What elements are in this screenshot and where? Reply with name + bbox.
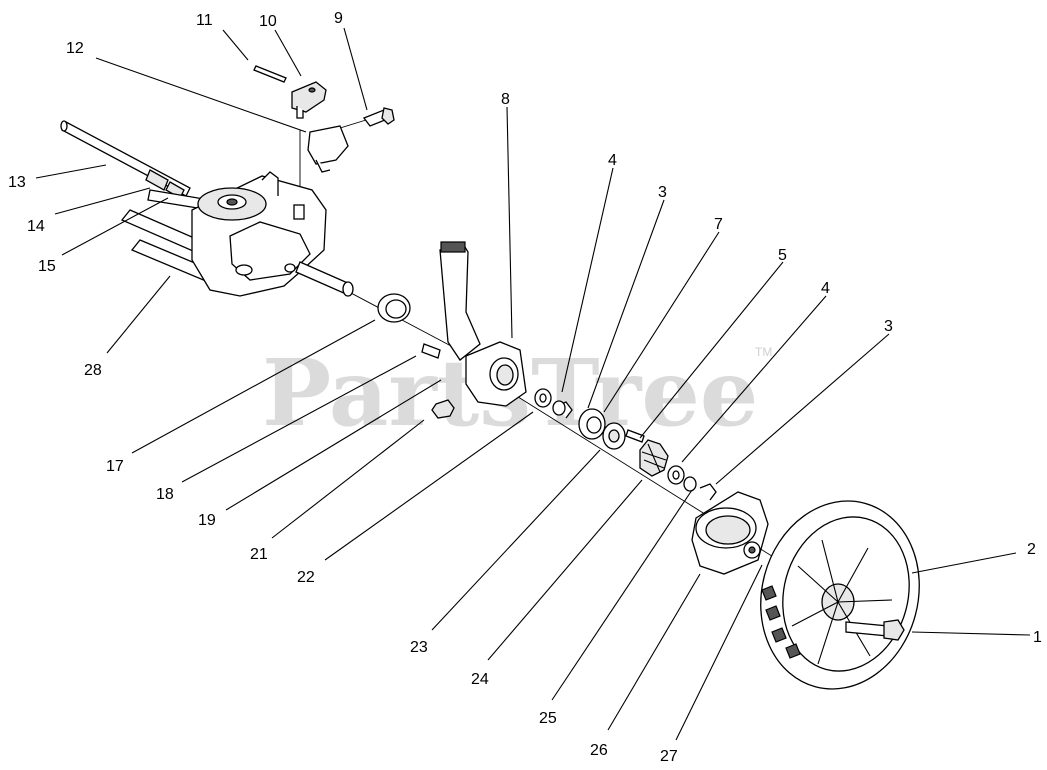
callout-10: 10	[259, 13, 277, 30]
part-17-bushing	[377, 293, 411, 323]
callout-28: 28	[84, 362, 102, 379]
part-9-bolt	[362, 107, 395, 127]
callout-3-upper: 3	[658, 184, 667, 201]
callout-4-upper: 4	[608, 152, 617, 169]
part-3-clip-b	[699, 483, 717, 501]
part-11-pin	[253, 65, 287, 83]
part-bushing-small	[683, 476, 697, 492]
callout-17: 17	[106, 458, 124, 475]
callout-12: 12	[66, 40, 84, 57]
callout-21: 21	[250, 546, 268, 563]
callout-22: 22	[297, 569, 315, 586]
callout-7: 7	[714, 216, 723, 233]
leader-lines	[35, 27, 1031, 741]
part-7-bearing	[578, 408, 606, 440]
part-25-pinion-gear	[639, 439, 669, 477]
part-10-knob	[291, 81, 327, 119]
callout-18: 18	[156, 486, 174, 503]
part-23-washer	[552, 400, 566, 416]
part-21-nut	[431, 399, 455, 419]
part-18-bolt	[421, 343, 441, 359]
callout-11: 11	[196, 12, 213, 29]
part-2-wheel	[760, 500, 920, 690]
callout-4-lower: 4	[821, 280, 830, 297]
part-12-bracket	[307, 125, 349, 173]
callout-25: 25	[539, 710, 557, 727]
part-26-gear-cup	[691, 491, 769, 575]
callout-9: 9	[334, 10, 343, 27]
callout-14: 14	[27, 218, 45, 235]
callout-23: 23	[410, 639, 428, 656]
callout-26: 26	[590, 742, 608, 759]
callout-3-lower: 3	[884, 318, 893, 335]
part-8-height-bracket	[439, 241, 527, 407]
callout-5: 5	[778, 247, 787, 264]
part-4-washer-b	[667, 465, 685, 485]
part-28-transmission	[191, 171, 327, 297]
callout-2: 2	[1027, 541, 1036, 558]
callout-19: 19	[198, 512, 216, 529]
callout-24: 24	[471, 671, 489, 688]
callout-labels: 11 10 9 12 13 14 15 28 8 4 3 7 5 4 3 2 1…	[8, 10, 1042, 765]
axle-stub	[295, 261, 354, 297]
callout-1: 1	[1033, 629, 1042, 646]
part-5-key	[625, 429, 645, 443]
callout-8: 8	[501, 91, 510, 108]
watermark-trademark: TM	[755, 345, 772, 359]
callout-13: 13	[8, 174, 26, 191]
part-24-bearing	[602, 422, 626, 450]
callout-15: 15	[38, 258, 56, 275]
drive-shaft	[60, 120, 191, 199]
callout-27: 27	[660, 748, 678, 765]
part-4-washer-a	[534, 388, 552, 408]
part-1-wheel-bolt	[845, 619, 905, 641]
